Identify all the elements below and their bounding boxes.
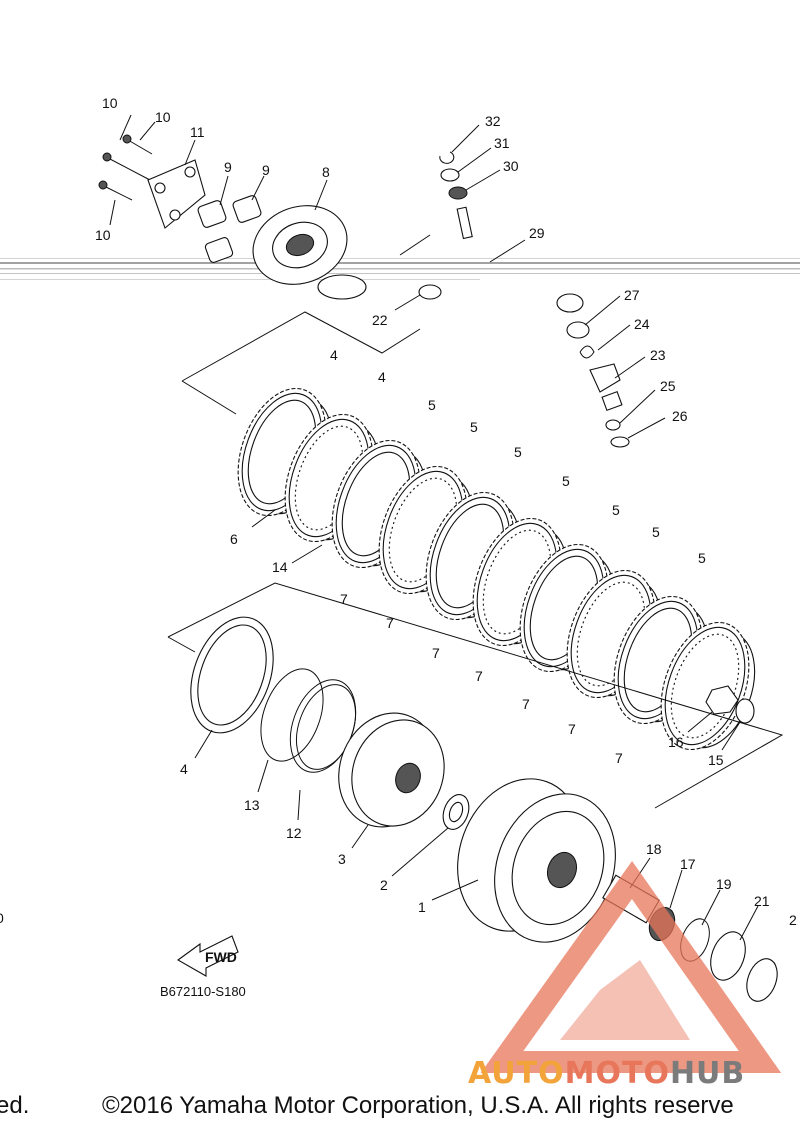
label-4: 4 — [180, 761, 188, 777]
label-7: 7 — [340, 591, 348, 607]
dashed-box-upper — [181, 311, 421, 415]
leader-lines — [109, 114, 759, 941]
label-13: 13 — [244, 797, 260, 813]
circlip-32 — [439, 151, 455, 164]
label-5: 5 — [698, 550, 706, 566]
pressure-plate-8 — [252, 205, 348, 285]
diagram-code: B672110-S180 — [160, 984, 246, 999]
label-17: 17 — [680, 856, 696, 872]
label-30: 30 — [503, 158, 519, 174]
label-4: 4 — [378, 369, 386, 385]
copyright-prefix: ed. — [0, 1092, 30, 1119]
washer-20 — [746, 958, 778, 1002]
scan-noise-band — [0, 258, 800, 280]
label-7: 7 — [432, 645, 440, 661]
label-25: 25 — [660, 378, 676, 394]
label-29: 29 — [529, 225, 545, 241]
label-32: 32 — [485, 113, 501, 129]
label-10: 10 — [155, 109, 171, 125]
label-10: 10 — [102, 95, 118, 111]
pushrod-29 — [399, 206, 473, 256]
bolt-10-top — [122, 134, 153, 155]
label-26: 26 — [672, 408, 688, 424]
label-31: 31 — [494, 135, 510, 151]
label-3: 3 — [338, 851, 346, 867]
label-2x: 2 — [789, 912, 797, 928]
watermark-part3: HUB — [669, 1056, 746, 1091]
fwd-arrow-icon: FWD — [176, 935, 239, 977]
watermark-logo-icon — [480, 860, 782, 1073]
label-9: 9 — [262, 162, 270, 178]
friction-plate-4-lower — [190, 616, 274, 734]
clutch-housing-1 — [457, 778, 616, 943]
washer-15 — [735, 698, 755, 724]
bearing-22-area — [317, 274, 442, 300]
label-7: 7 — [475, 668, 483, 684]
nut-16 — [705, 685, 739, 715]
label-5: 5 — [470, 419, 478, 435]
label-4: 4 — [330, 347, 338, 363]
watermark-text: AUTOMOTOHUB — [468, 1056, 745, 1091]
label-2: 2 — [380, 877, 388, 893]
label-14: 14 — [272, 559, 288, 575]
thrust-washer-2 — [442, 794, 470, 830]
label-12: 12 — [286, 825, 302, 841]
bolt-10-mid — [102, 152, 151, 181]
clutch-boss-3 — [338, 712, 445, 828]
label-21: 21 — [754, 893, 770, 909]
clutch-plates-pack — [237, 387, 756, 751]
left-edge-number: 0 — [0, 910, 4, 926]
label-5: 5 — [612, 502, 620, 518]
wire-ring-13 — [260, 668, 324, 762]
copyright-text: ©2016 Yamaha Motor Corporation, U.S.A. A… — [102, 1092, 734, 1119]
label-11: 11 — [190, 124, 205, 140]
label-27: 27 — [624, 287, 640, 303]
label-7: 7 — [615, 750, 623, 766]
dashed-box-lower — [167, 582, 784, 809]
parts-27-26 — [556, 293, 630, 448]
fwd-label: FWD — [205, 949, 237, 965]
part-labels: 10 10 11 9 9 8 10 32 31 30 29 22 27 24 2… — [95, 95, 797, 928]
label-8: 8 — [322, 164, 330, 180]
gear-21 — [710, 931, 746, 981]
plate-11 — [147, 159, 206, 229]
label-7: 7 — [522, 696, 530, 712]
label-5: 5 — [428, 397, 436, 413]
label-18: 18 — [646, 841, 662, 857]
label-5: 5 — [514, 444, 522, 460]
watermark-part1: AUTO — [468, 1056, 565, 1091]
label-5: 5 — [652, 524, 660, 540]
label-24: 24 — [634, 316, 650, 332]
label-23: 23 — [650, 347, 666, 363]
bolt-10-low — [98, 180, 133, 201]
label-9: 9 — [224, 159, 232, 175]
washer-31 — [440, 168, 460, 182]
label-16: 16 — [668, 734, 684, 750]
bearing-30 — [448, 186, 468, 200]
springs-9 — [197, 195, 262, 263]
label-7: 7 — [568, 721, 576, 737]
label-6: 6 — [230, 531, 238, 547]
label-10: 10 — [95, 227, 111, 243]
label-15: 15 — [708, 752, 724, 768]
label-1: 1 — [418, 899, 426, 915]
copyright-line: ed. ©2016 Yamaha Motor Corporation, U.S.… — [0, 1088, 800, 1128]
watermark-part2: MOTO — [564, 1056, 670, 1091]
label-19: 19 — [716, 876, 732, 892]
label-22: 22 — [372, 312, 388, 328]
label-5: 5 — [562, 473, 570, 489]
label-7: 7 — [386, 615, 394, 631]
